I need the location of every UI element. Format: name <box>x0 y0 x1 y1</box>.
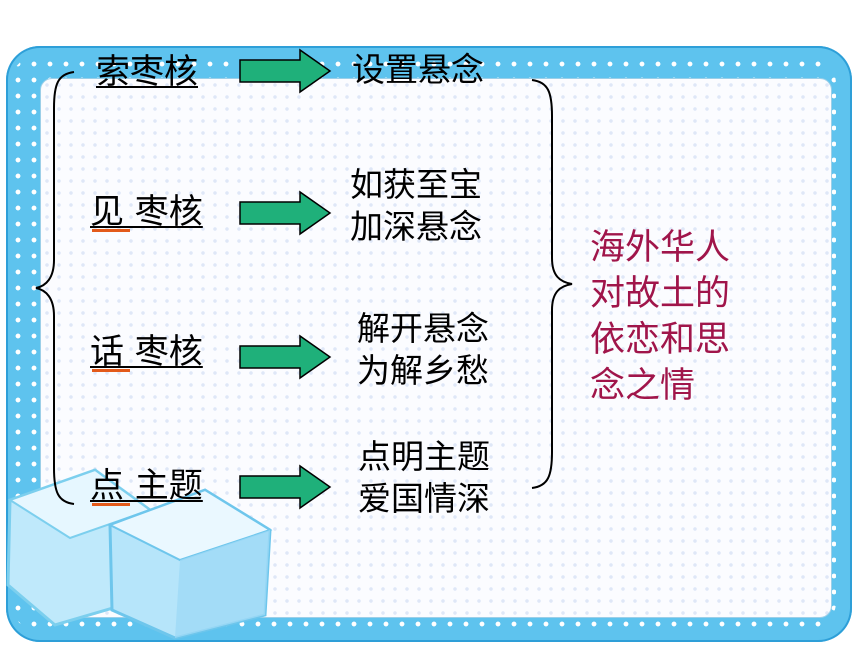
left-brace <box>35 71 75 505</box>
row-4-result: 点明主题 爱国情深 <box>358 436 490 520</box>
ice-cubes-image <box>6 468 273 640</box>
row-3-label: 话 枣核 <box>90 332 203 372</box>
summary-line-4: 念之情 <box>590 366 696 406</box>
row-2-arrow <box>239 190 332 236</box>
row-3-result-line-2: 为解乡愁 <box>357 351 489 390</box>
row-3-result: 解开悬念 为解乡愁 <box>357 308 489 392</box>
row-2-result: 如获至宝 加深悬念 <box>350 164 482 248</box>
row-4-result-line-2: 爱国情深 <box>358 479 490 518</box>
row-1-result-line-1: 设置悬念 <box>352 50 484 89</box>
row-2-label: 见 枣核 <box>90 192 203 232</box>
summary-line-1: 海外华人 <box>590 228 731 268</box>
row-1-arrow <box>239 48 332 94</box>
row-3-underline-mark <box>92 369 130 372</box>
row-2-result-line-1: 如获至宝 <box>350 165 482 204</box>
row-4-underline-mark <box>92 503 130 506</box>
row-1-label: 索枣核 <box>96 52 198 92</box>
row-4-result-line-1: 点明主题 <box>358 437 490 476</box>
row-4-label: 点 主题 <box>90 466 203 506</box>
summary-line-3: 依恋和思 <box>590 320 731 360</box>
row-4-arrow <box>239 464 332 510</box>
row-3-result-line-1: 解开悬念 <box>357 309 489 348</box>
summary-line-2: 对故土的 <box>590 274 731 314</box>
summary-text: 海外华人 对故土的 依恋和思 念之情 <box>590 225 780 409</box>
right-brace <box>531 79 573 489</box>
row-1-result: 设置悬念 <box>352 49 484 91</box>
row-2-underline-mark <box>92 229 130 232</box>
row-3-arrow <box>239 334 332 380</box>
row-2-result-line-2: 加深悬念 <box>350 207 482 246</box>
